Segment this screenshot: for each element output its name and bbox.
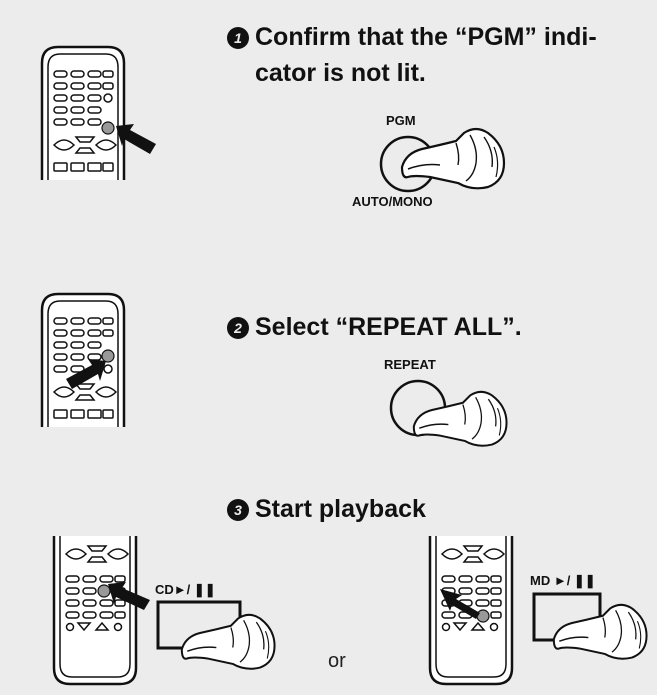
pgm-button-label: PGM — [386, 113, 416, 128]
pressing-hand-icon — [552, 603, 648, 660]
pressing-hand-icon — [412, 390, 508, 447]
remote-control-icon — [40, 292, 126, 427]
step-2-title-line1: Select “REPEAT ALL”. — [255, 313, 522, 341]
repeat-button-label: REPEAT — [384, 357, 436, 372]
remote-control-icon — [40, 45, 126, 180]
step-3-title-line1: Start playback — [255, 495, 426, 523]
step-1-number-badge: 1 — [227, 27, 249, 49]
step-3-title: 3 Start playback — [227, 494, 426, 524]
remote-control-icon — [52, 536, 138, 686]
or-separator: or — [328, 650, 346, 672]
step-3-number-badge: 3 — [227, 499, 249, 521]
step-1-title-line2: cator is not lit. — [255, 59, 426, 87]
md-play-pause-label: MD ►/ ❚❚ — [530, 573, 596, 588]
pointing-arrow-icon — [116, 124, 156, 154]
pointing-arrow-icon — [66, 359, 106, 389]
pointing-arrow-icon — [440, 589, 480, 619]
step-1-title-line1: Confirm that the “PGM” indi- — [255, 23, 597, 51]
pressing-hand-icon — [180, 613, 276, 670]
step-1-title: 1 Confirm that the “PGM” indi- — [227, 22, 597, 52]
auto-mono-label: AUTO/MONO — [352, 194, 433, 209]
step-2-number-badge: 2 — [227, 317, 249, 339]
step-2-title: 2 Select “REPEAT ALL”. — [227, 312, 522, 342]
pressing-hand-icon — [400, 127, 506, 190]
cd-play-pause-label: CD►/ ❚❚ — [155, 582, 216, 597]
pointing-arrow-icon — [108, 582, 150, 610]
